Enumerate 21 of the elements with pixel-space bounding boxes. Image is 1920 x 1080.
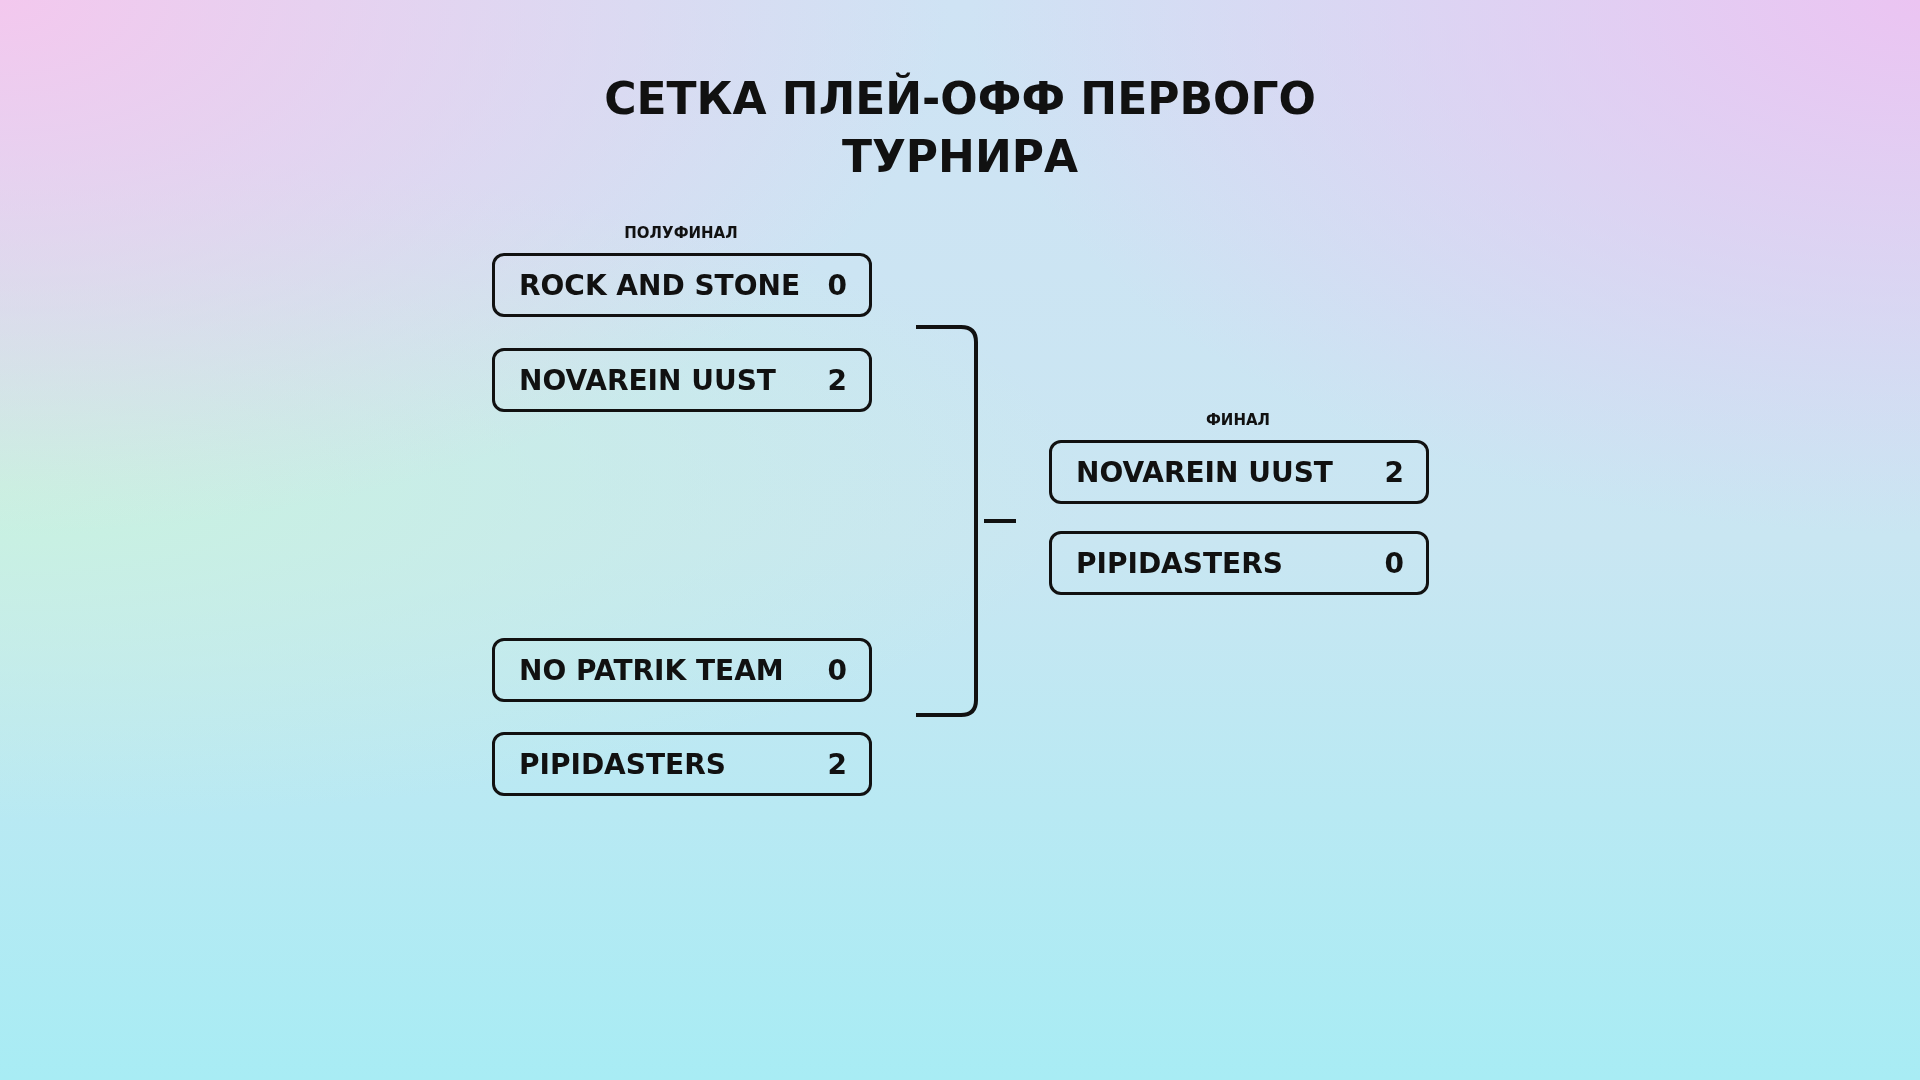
team-name: PIPIDASTERS	[1076, 546, 1283, 580]
round-label: ФИНАЛ	[1205, 411, 1271, 429]
score: 2	[827, 747, 847, 781]
score: 2	[827, 363, 847, 397]
team-score-box	[492, 732, 872, 796]
team-score-box	[1049, 531, 1429, 595]
team-score-box	[1049, 440, 1429, 504]
team-name: ROCK AND STONE	[519, 268, 801, 302]
score: 2	[1384, 455, 1404, 489]
team-score-box	[492, 348, 872, 412]
score: 0	[827, 268, 847, 302]
team-score-box	[492, 253, 872, 317]
team-name: NOVAREIN UUST	[1076, 455, 1333, 489]
score: 0	[827, 653, 847, 687]
team-name: NO PATRIK TEAM	[519, 653, 784, 687]
team-score-box	[492, 638, 872, 702]
team-name: NOVAREIN UUST	[519, 363, 776, 397]
round-label: ПОЛУФИНАЛ	[624, 224, 738, 242]
title: СЕТКА ПЛЕЙ-ОФФ ПЕРВОГО ТУРНИРА	[603, 71, 1317, 184]
score: 0	[1384, 546, 1404, 580]
team-name: PIPIDASTERS	[519, 747, 726, 781]
